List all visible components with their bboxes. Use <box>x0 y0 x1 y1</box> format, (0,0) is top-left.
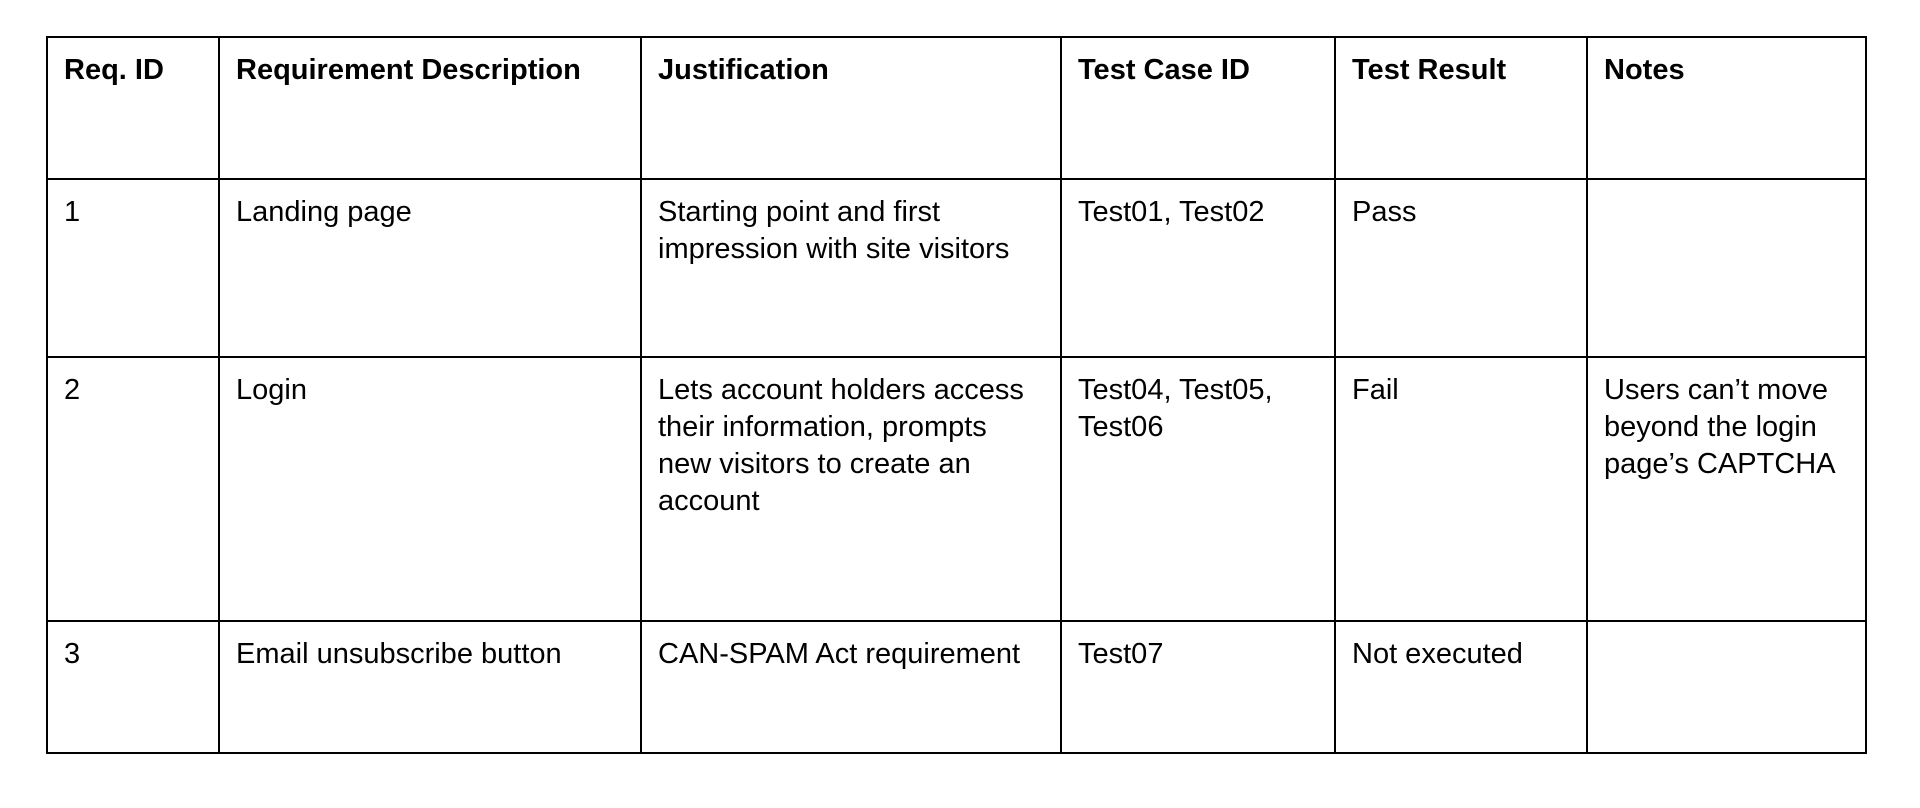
table-row: 2 Login Lets account holders access thei… <box>46 356 1867 622</box>
cell-notes-value <box>1604 194 1851 195</box>
table-header: Req. ID Requirement Description Justific… <box>46 36 1867 180</box>
cell-req-id: 1 <box>46 178 220 358</box>
table-body: 1 Landing page Starting point and first … <box>46 178 1867 754</box>
cell-test-result: Pass <box>1334 178 1588 358</box>
cell-notes <box>1586 178 1867 358</box>
requirements-traceability-table: Req. ID Requirement Description Justific… <box>46 36 1867 754</box>
cell-notes-value: Users can’t move beyond the login page’s… <box>1604 374 1836 481</box>
cell-req-id: 3 <box>46 620 220 754</box>
cell-test-result-value: Not executed <box>1352 638 1523 670</box>
cell-notes <box>1586 620 1867 754</box>
cell-test-case-id: Test07 <box>1060 620 1336 754</box>
cell-justification-value: CAN-SPAM Act requirement <box>658 638 1021 670</box>
cell-test-case-id-value: Test01, Test02 <box>1078 196 1265 228</box>
cell-requirement-description-value: Landing page <box>236 196 412 228</box>
cell-test-result: Not executed <box>1334 620 1588 754</box>
cell-justification: CAN-SPAM Act requirement <box>640 620 1062 754</box>
cell-test-case-id: Test01, Test02 <box>1060 178 1336 358</box>
cell-req-id-value: 1 <box>64 196 81 228</box>
table-row: 1 Landing page Starting point and first … <box>46 178 1867 358</box>
cell-req-id-value: 3 <box>64 638 81 670</box>
column-header-test-case-id: Test Case ID <box>1060 36 1336 180</box>
column-header-req-id-label: Req. ID <box>64 54 164 86</box>
column-header-notes: Notes <box>1586 36 1867 180</box>
cell-test-case-id: Test04, Test05, Test06 <box>1060 356 1336 622</box>
cell-test-result-value: Fail <box>1352 374 1399 406</box>
column-header-justification: Justification <box>640 36 1062 180</box>
cell-requirement-description: Landing page <box>218 178 642 358</box>
column-header-test-result: Test Result <box>1334 36 1588 180</box>
cell-req-id: 2 <box>46 356 220 622</box>
column-header-justification-label: Justification <box>658 54 829 86</box>
cell-test-result-value: Pass <box>1352 196 1417 228</box>
cell-test-case-id-value: Test07 <box>1078 638 1164 670</box>
cell-requirement-description: Email unsubscribe button <box>218 620 642 754</box>
cell-notes-value <box>1604 636 1851 637</box>
cell-test-case-id-value: Test04, Test05, Test06 <box>1078 374 1273 444</box>
cell-requirement-description-value: Email unsubscribe button <box>236 638 562 670</box>
column-header-req-id: Req. ID <box>46 36 220 180</box>
column-header-requirement-description-label: Requirement Description <box>236 54 581 86</box>
cell-justification-value: Lets account holders access their inform… <box>658 374 1024 518</box>
cell-test-result: Fail <box>1334 356 1588 622</box>
table-row: 3 Email unsubscribe button CAN-SPAM Act … <box>46 620 1867 754</box>
cell-requirement-description-value: Login <box>236 374 307 406</box>
cell-requirement-description: Login <box>218 356 642 622</box>
column-header-requirement-description: Requirement Description <box>218 36 642 180</box>
cell-notes: Users can’t move beyond the login page’s… <box>1586 356 1867 622</box>
column-header-test-result-label: Test Result <box>1352 54 1507 86</box>
column-header-test-case-id-label: Test Case ID <box>1078 54 1250 86</box>
cell-justification-value: Starting point and first impression with… <box>658 196 1010 266</box>
table-header-row: Req. ID Requirement Description Justific… <box>46 36 1867 180</box>
cell-req-id-value: 2 <box>64 374 81 406</box>
cell-justification: Lets account holders access their inform… <box>640 356 1062 622</box>
cell-justification: Starting point and first impression with… <box>640 178 1062 358</box>
column-header-notes-label: Notes <box>1604 54 1685 86</box>
